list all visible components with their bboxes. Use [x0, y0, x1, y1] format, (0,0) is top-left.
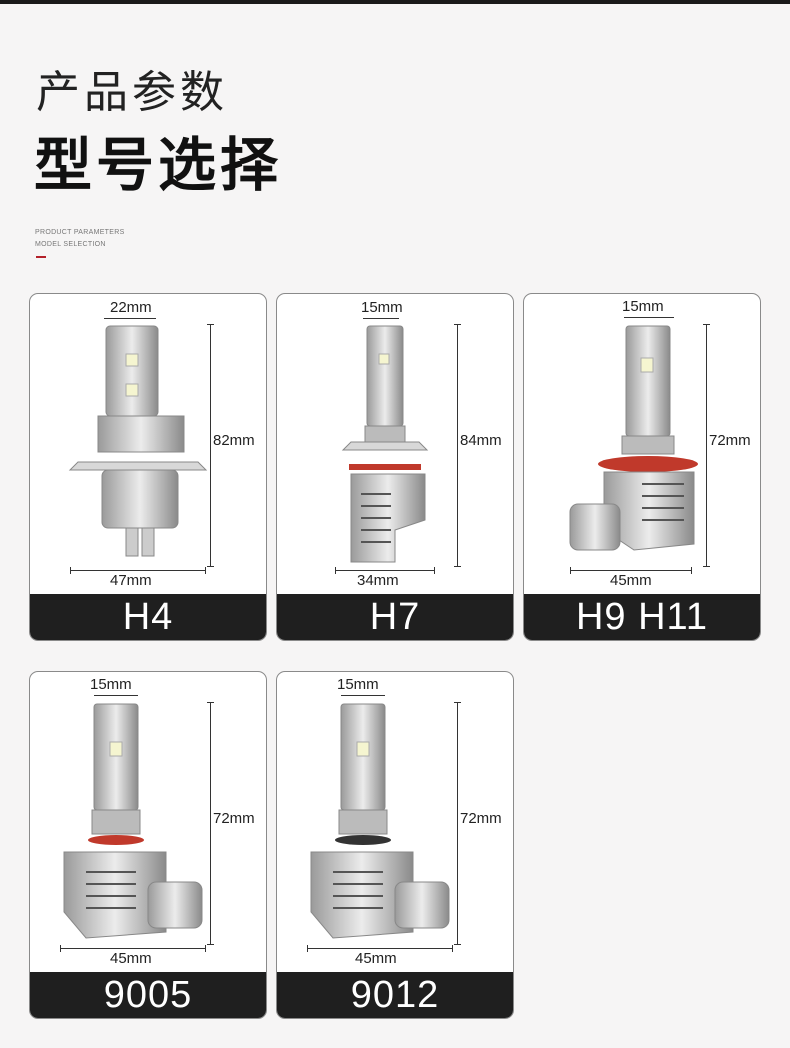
top-width-label: 15mm: [90, 676, 132, 693]
height-tick-bottom: [207, 566, 214, 567]
height-line: [210, 702, 211, 944]
top-width-line: [104, 318, 156, 319]
base-width-label: 45mm: [110, 950, 152, 967]
9005-bulb-image: [63, 703, 203, 939]
height-label: 72mm: [213, 810, 255, 827]
base-width-line: [307, 948, 453, 949]
top-width-line: [94, 695, 138, 696]
height-tick-top: [207, 324, 214, 325]
9012-bulb-image: [310, 703, 450, 939]
height-tick-top: [454, 324, 461, 325]
height-tick-top: [454, 702, 461, 703]
page-title-line1: 产品参数: [36, 67, 228, 118]
top-width-label: 15mm: [361, 299, 403, 316]
model-label: H9 H11: [524, 594, 760, 640]
base-width-label: 45mm: [610, 572, 652, 589]
h9-h11-bulb-image: [569, 325, 698, 551]
height-line: [457, 702, 458, 944]
base-tick-right: [205, 567, 206, 574]
h4-bulb-image: [68, 325, 208, 557]
base-tick-left: [70, 567, 71, 574]
model-card-h9-h11[interactable]: 15mm 72mm 45mm H9 H11: [523, 293, 761, 641]
model-card-h4[interactable]: 22mm 82mm 47mm H4: [29, 293, 267, 641]
height-line: [210, 324, 211, 566]
base-tick-right: [205, 945, 206, 952]
base-tick-right: [434, 567, 435, 574]
base-tick-left: [570, 567, 571, 574]
top-width-line: [363, 318, 399, 319]
height-line: [706, 324, 707, 566]
height-tick-bottom: [207, 944, 214, 945]
base-width-label: 45mm: [355, 950, 397, 967]
base-tick-left: [307, 945, 308, 952]
height-label: 72mm: [460, 810, 502, 827]
base-tick-left: [335, 567, 336, 574]
base-tick-left: [60, 945, 61, 952]
height-tick-bottom: [454, 944, 461, 945]
height-tick-top: [703, 324, 710, 325]
height-label: 84mm: [460, 432, 502, 449]
base-tick-right: [691, 567, 692, 574]
subtitle-line1: PRODUCT PARAMETERS: [35, 229, 125, 236]
base-width-line: [335, 570, 435, 571]
model-label: 9012: [277, 972, 513, 1018]
model-card-9005[interactable]: 15mm 72mm 45mm 9005: [29, 671, 267, 1019]
model-card-h7[interactable]: 15mm 84mm 34mm H7: [276, 293, 514, 641]
top-width-line: [341, 695, 385, 696]
model-card-9012[interactable]: 15mm 72mm 45mm 9012: [276, 671, 514, 1019]
height-label: 82mm: [213, 432, 255, 449]
page-title-line2: 型号选择: [34, 131, 283, 199]
subtitle-line2: MODEL SELECTION: [35, 241, 106, 248]
height-tick-bottom: [703, 566, 710, 567]
top-width-label: 15mm: [622, 298, 664, 315]
height-tick-top: [207, 702, 214, 703]
base-tick-right: [452, 945, 453, 952]
base-width-label: 47mm: [110, 572, 152, 589]
base-width-line: [570, 570, 692, 571]
height-line: [457, 324, 458, 566]
top-width-label: 22mm: [110, 299, 152, 316]
accent-dash: [36, 256, 46, 258]
model-label: H4: [30, 594, 266, 640]
top-border: [0, 0, 790, 4]
top-width-label: 15mm: [337, 676, 379, 693]
top-width-line: [624, 317, 674, 318]
model-label: H7: [277, 594, 513, 640]
base-width-label: 34mm: [357, 572, 399, 589]
base-width-line: [60, 948, 206, 949]
height-tick-bottom: [454, 566, 461, 567]
h7-bulb-image: [341, 325, 429, 563]
height-label: 72mm: [709, 432, 751, 449]
base-width-line: [70, 570, 206, 571]
model-label: 9005: [30, 972, 266, 1018]
